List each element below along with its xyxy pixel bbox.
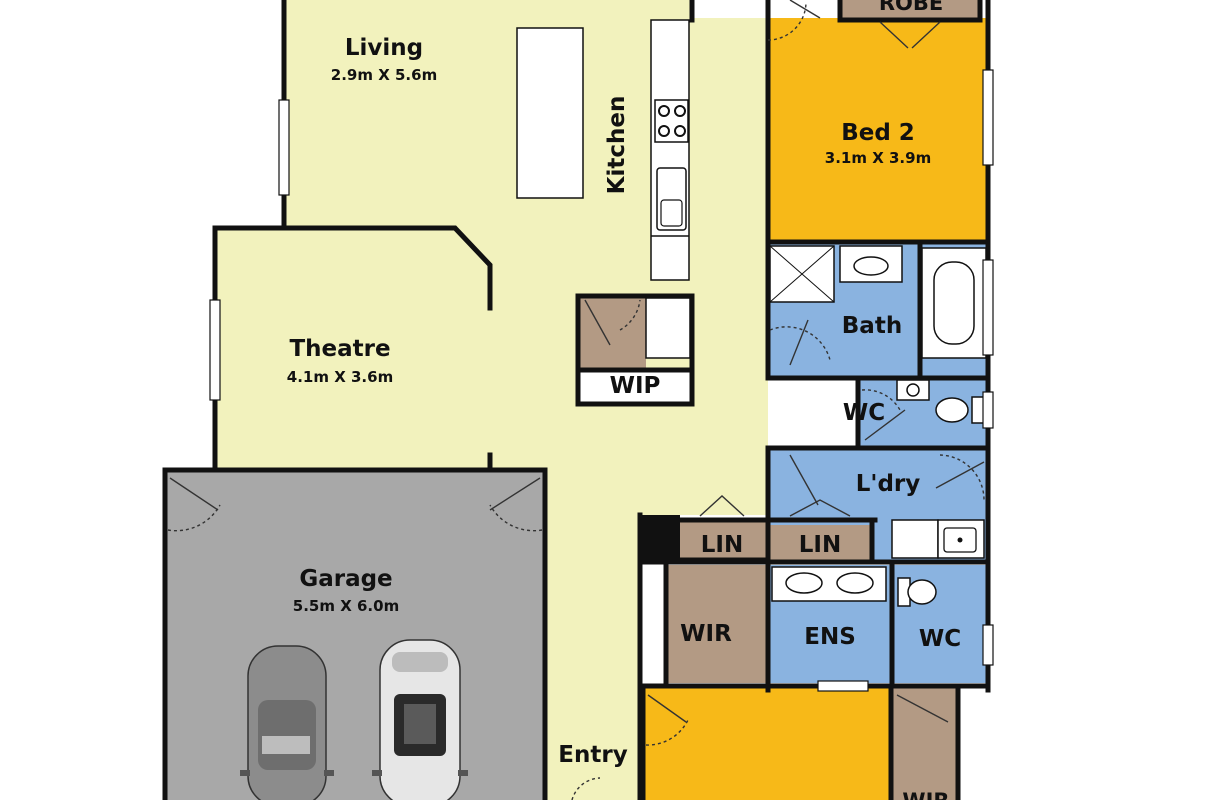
robe-label: ROBE	[879, 0, 943, 15]
kitchen-label: Kitchen	[604, 96, 630, 195]
wir1-floor	[666, 565, 766, 683]
wip-label-band	[580, 370, 690, 404]
entry-label: Entry	[558, 742, 627, 768]
wir2-floor	[893, 688, 958, 800]
garage-floor	[165, 470, 545, 800]
vanity-sink-icon	[839, 245, 903, 283]
island-bench	[516, 27, 584, 199]
bed2-floor	[768, 18, 988, 242]
bath-label: Bath	[842, 313, 902, 339]
shower-icon	[769, 245, 835, 303]
laundry-label: L'dry	[856, 471, 921, 497]
sink-icon	[656, 167, 687, 231]
toilet-icon	[935, 396, 987, 424]
living-label: Living	[345, 35, 423, 61]
garage-dims: 5.5m X 6.0m	[293, 597, 399, 615]
laundry-bench	[891, 519, 985, 559]
car-icon	[372, 639, 468, 800]
wir2-label: WIR	[902, 789, 949, 800]
bathtub-icon	[921, 247, 987, 359]
kitchen-bench	[650, 19, 690, 281]
bed2-dims: 3.1m X 3.9m	[825, 149, 931, 167]
wip-label: WIP	[610, 373, 661, 399]
garage-label: Garage	[299, 566, 392, 592]
wip-floor	[580, 296, 646, 370]
lin1-label: LIN	[701, 532, 743, 558]
ens-label: ENS	[804, 624, 856, 650]
car-icon	[240, 645, 334, 800]
door-swings	[167, 0, 985, 800]
theatre-label: Theatre	[289, 336, 390, 362]
double-vanity-icon	[771, 566, 887, 602]
wip-shelf	[645, 297, 691, 359]
living-area-floor	[215, 0, 768, 800]
hand-basin-icon	[896, 379, 930, 401]
master-bed-floor	[643, 688, 891, 800]
lin2-label: LIN	[799, 532, 841, 558]
wc1-label: WC	[843, 400, 885, 426]
lin2-floor	[770, 525, 870, 561]
lin1-floor	[680, 520, 768, 560]
wall-block	[640, 515, 680, 562]
windows	[209, 69, 994, 692]
wir1-label: WIR	[680, 621, 732, 647]
wc2-label: WC	[919, 626, 961, 652]
cooktop-icon	[654, 99, 689, 143]
bed2-label: Bed 2	[841, 120, 915, 146]
toilet-icon	[897, 577, 937, 607]
theatre-dims: 4.1m X 3.6m	[287, 368, 393, 386]
living-dims: 2.9m X 5.6m	[331, 66, 437, 84]
robe-floor	[840, 0, 980, 20]
